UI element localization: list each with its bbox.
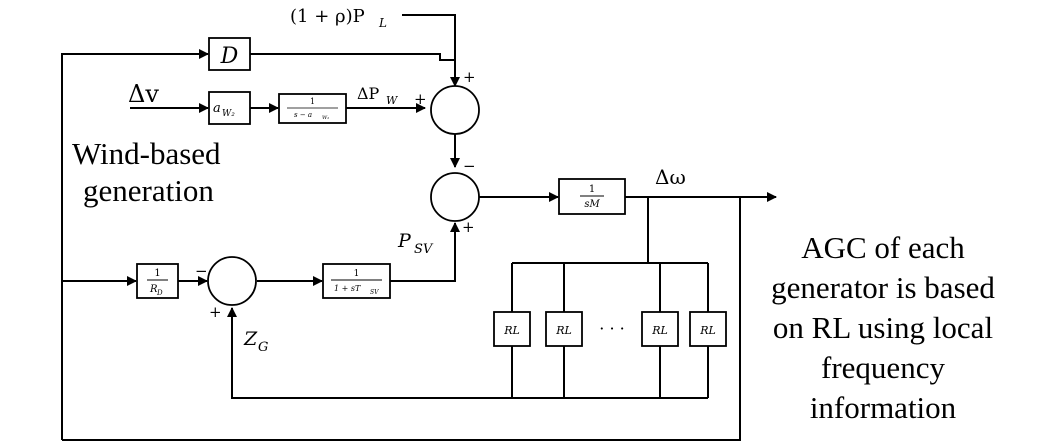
wire-governor-to-sum2 (390, 222, 460, 282)
wind-power-subscript: W (386, 94, 399, 107)
wires (61, 14, 777, 441)
governor-denominator: 1 + sT (334, 284, 361, 293)
wire-feedback-to-d (61, 49, 209, 440)
annotations: Wind-based generation AGC of each genera… (72, 136, 995, 425)
sum1-plus-top: + (463, 68, 476, 86)
sum2-minus-top: − (463, 157, 476, 175)
wind-gain-label: a (213, 101, 221, 116)
wind-annotation-line-1: Wind-based (72, 136, 221, 171)
steam-valve-label: P (397, 230, 412, 252)
load-disturbance-label: (1 + ρ)P (290, 6, 365, 27)
summing-junction-3 (207, 256, 257, 306)
governor-denominator-subscript: SV (370, 289, 379, 296)
wind-tf-denominator: s − a (294, 111, 312, 119)
agc-annotation-line-1: AGC of each (801, 230, 965, 265)
agc-signal-subscript: G (258, 340, 268, 355)
agc-annotation-line-4: frequency (821, 350, 945, 385)
wire-zg-to-sum3 (227, 307, 708, 399)
signs: + + − + − + (195, 68, 476, 321)
wind-annotation-line-2: generation (83, 173, 214, 208)
sum3-minus-left: − (195, 262, 208, 280)
summing-junction-1 (430, 85, 480, 135)
wind-tf-block (278, 93, 347, 124)
summing-junctions (207, 85, 480, 306)
damping-block (208, 37, 251, 71)
agc-annotation-line-3: on RL using local (773, 310, 993, 345)
sum3-plus-bottom: + (209, 303, 222, 321)
wire-load-to-sum1 (402, 14, 460, 87)
rl-block-2 (545, 311, 583, 347)
rl-block-2-label: RL (555, 324, 572, 337)
wind-tf-denominator-subscript: W₁ (322, 115, 329, 121)
wind-tf-numerator: 1 (310, 97, 315, 106)
agc-signal-label: Z (243, 328, 258, 350)
sum1-plus-left: + (414, 90, 427, 108)
wind-gain-block (208, 91, 251, 125)
rl-block-3-label: RL (651, 324, 668, 337)
wind-speed-input-label: Δv (128, 80, 159, 108)
rl-block-1 (493, 311, 531, 347)
load-disturbance-subscript: L (378, 16, 387, 30)
droop-denominator-subscript: D (156, 289, 163, 297)
rl-block-3 (641, 311, 679, 347)
wind-power-label: ΔP (357, 84, 380, 103)
droop-denominator: R (149, 284, 158, 295)
wire-d-to-sum1 (250, 53, 455, 61)
rl-block-1-label: RL (503, 324, 520, 337)
steam-valve-subscript: SV (414, 242, 434, 257)
signal-labels: (1 + ρ)P L Δv ΔP W Δω P SV Z G (128, 6, 686, 355)
inertia-numerator: 1 (589, 184, 595, 195)
sum2-plus-bottom: + (462, 218, 475, 236)
summing-junction-2 (430, 172, 480, 222)
wind-gain-subscript: W₂ (222, 109, 235, 119)
governor-numerator: 1 (354, 269, 360, 279)
agc-annotation-line-5: information (810, 390, 957, 425)
agc-annotation-line-2: generator is based (771, 270, 995, 305)
governor-block (322, 263, 391, 299)
rl-block-4 (689, 311, 727, 347)
wire-outer-feedback (62, 197, 741, 441)
droop-numerator: 1 (154, 268, 160, 279)
blocks: D a W₂ 1 s − a W₁ 1 sM 1 R D 1 1 + sT SV… (136, 37, 727, 347)
inertia-block (558, 178, 626, 215)
droop-block (136, 263, 179, 299)
rl-ellipsis: · · · (599, 319, 624, 338)
frequency-deviation-label: Δω (655, 165, 686, 189)
rl-block-4-label: RL (699, 324, 716, 337)
inertia-denominator: sM (584, 199, 600, 210)
damping-label: D (220, 44, 239, 69)
